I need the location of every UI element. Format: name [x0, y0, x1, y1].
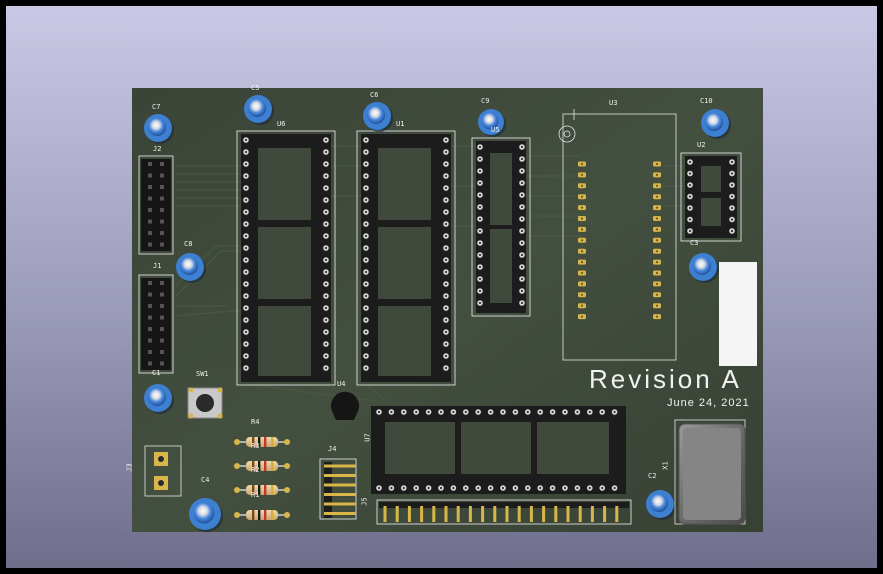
- white-label-area: [719, 262, 757, 366]
- 3d-viewport[interactable]: Revision A June 24, 2021 C7 C5 C6 C9 C10…: [6, 6, 877, 568]
- c6-cap: [363, 102, 393, 132]
- ref-c3: C3: [690, 239, 699, 247]
- r4-resistor: [234, 437, 290, 447]
- u6-socket: [236, 130, 336, 386]
- ref-u7: U7: [363, 433, 372, 442]
- revision-label: Revision A: [589, 364, 742, 394]
- ref-j3: J3: [125, 463, 134, 472]
- ref-c9: C9: [481, 97, 490, 105]
- j3-connector: [144, 445, 182, 497]
- pcb-3d-render: [132, 88, 763, 532]
- ref-u2: U2: [697, 141, 706, 149]
- date-label: June 24, 2021: [667, 397, 750, 409]
- ref-c2: C2: [648, 472, 657, 480]
- ref-u1: U1: [396, 120, 405, 128]
- ref-sw1: SW1: [196, 370, 209, 378]
- ref-c10: C10: [700, 97, 713, 105]
- c9-cap: [478, 109, 506, 137]
- j2-header: [138, 155, 174, 255]
- x1-crystal: [674, 419, 746, 525]
- u4-transistor: [331, 391, 359, 420]
- j4-header: [319, 458, 357, 520]
- u2-socket: [680, 152, 742, 242]
- c4-cap: [189, 498, 223, 532]
- ref-j5: J5: [360, 497, 369, 506]
- ref-u3: U3: [609, 99, 618, 107]
- ref-c6: C6: [370, 91, 379, 99]
- ref-u5: U5: [491, 126, 500, 134]
- ref-j2: J2: [153, 145, 162, 153]
- u5-socket: [471, 137, 531, 317]
- ref-r3: R3: [251, 442, 260, 450]
- ref-u6: U6: [277, 120, 286, 128]
- ref-c8: C8: [184, 240, 193, 248]
- ref-c7: C7: [152, 103, 161, 111]
- r3-resistor: [234, 461, 290, 471]
- u7-socket: [371, 406, 626, 494]
- c1-cap: [144, 384, 174, 414]
- ref-u4: U4: [337, 380, 346, 388]
- c3-cap: [689, 253, 719, 283]
- r1-resistor: [234, 510, 290, 520]
- ref-j4: J4: [328, 445, 337, 453]
- u3-module-outline: [558, 109, 677, 361]
- j1-header: [138, 274, 174, 374]
- ref-r4: R4: [251, 418, 260, 426]
- c5-cap: [244, 95, 274, 125]
- c2-cap: [646, 490, 676, 520]
- u3-pads: [578, 161, 661, 320]
- c8-cap: [176, 253, 206, 283]
- ref-c5: C5: [251, 84, 260, 92]
- ref-x1: X1: [661, 461, 670, 470]
- ref-c1: C1: [152, 369, 161, 377]
- u1-socket: [356, 130, 456, 386]
- c7-cap: [144, 114, 174, 144]
- j5-header: [376, 499, 632, 525]
- ref-r1: R1: [251, 491, 260, 499]
- ref-j1: J1: [153, 262, 162, 270]
- sw1-button: [187, 387, 223, 419]
- ref-c4: C4: [201, 476, 210, 484]
- ref-r2: R2: [251, 466, 260, 474]
- c10-cap: [701, 109, 731, 139]
- r2-resistor: [234, 485, 290, 495]
